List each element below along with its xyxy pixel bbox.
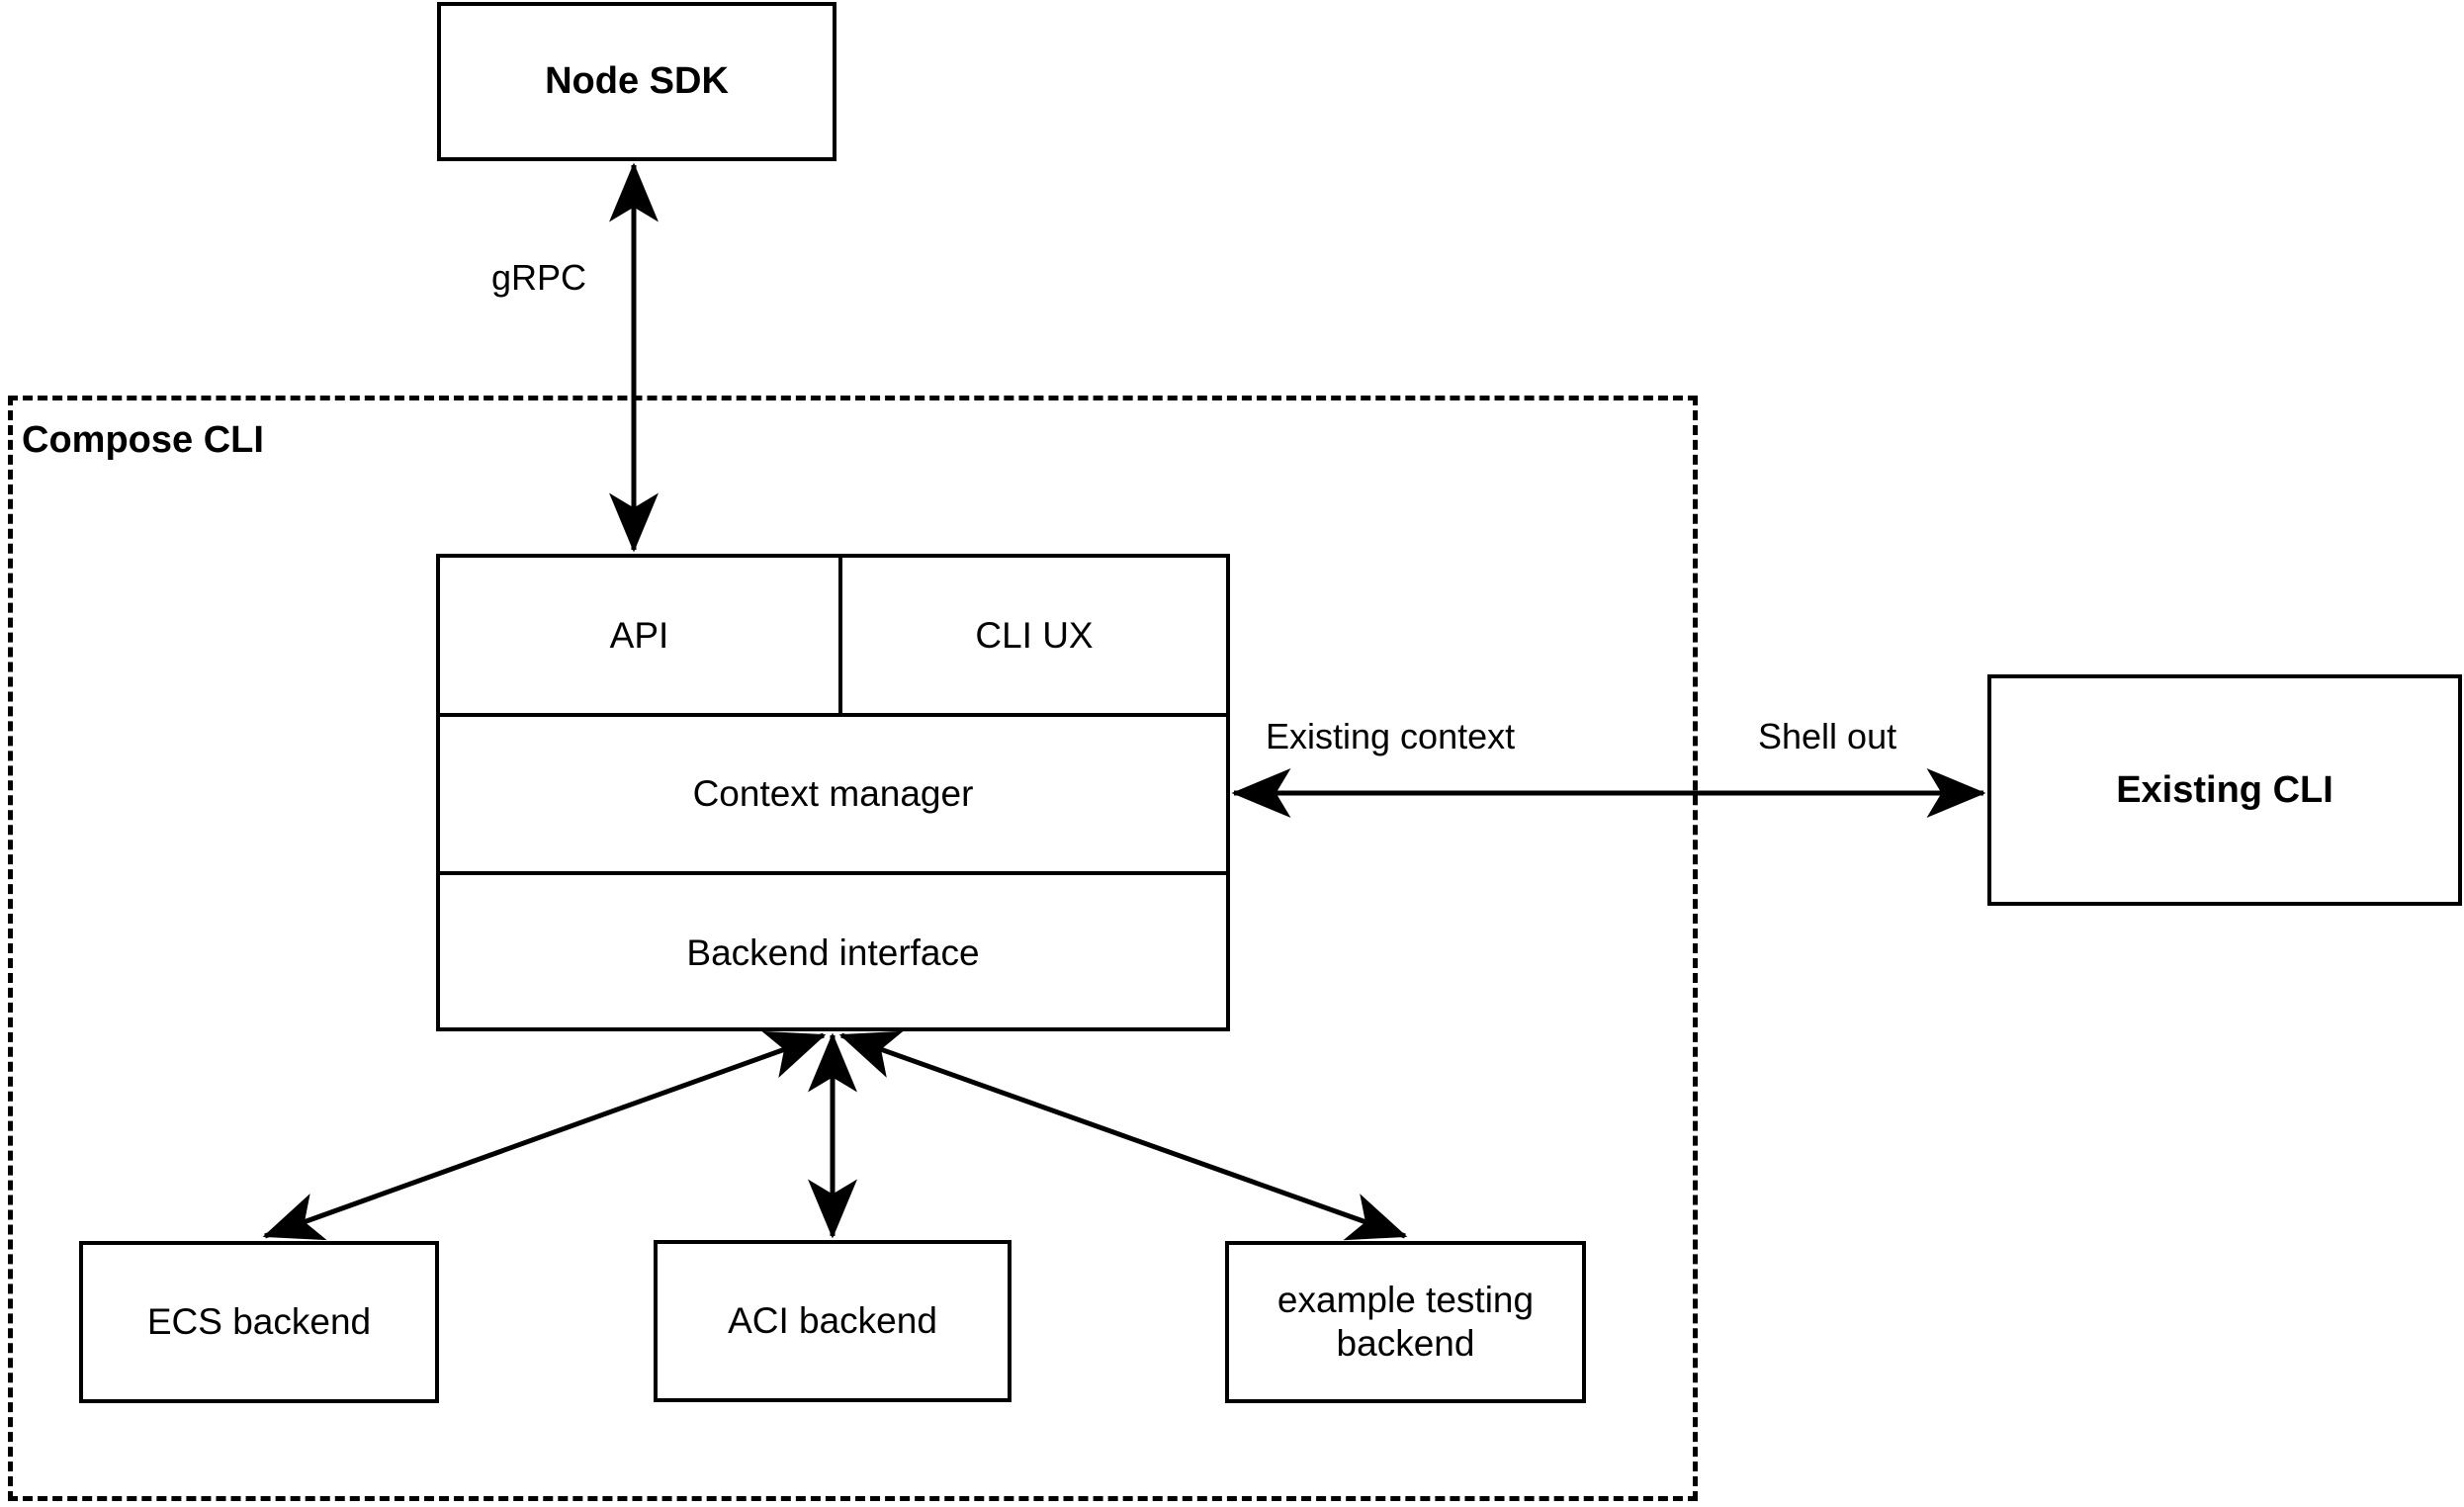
- ecs-backend-label: ECS backend: [146, 1301, 372, 1343]
- node-sdk-label: Node SDK: [545, 60, 729, 103]
- existing-cli-label: Existing CLI: [2116, 768, 2333, 811]
- cli-stack-row-top: API CLI UX: [440, 558, 1226, 717]
- compose-cli-group-boundary: [8, 396, 1698, 1501]
- node-sdk-box[interactable]: Node SDK: [437, 2, 836, 161]
- edge-label-shell-out: Shell out: [1758, 716, 1897, 756]
- cli-stack-cell-api-label: API: [609, 614, 669, 656]
- cli-stack-context-manager-label: Context manager: [692, 773, 974, 814]
- cli-stack-row-context-manager[interactable]: Context manager: [440, 717, 1226, 875]
- existing-cli-box[interactable]: Existing CLI: [1987, 674, 2462, 906]
- example-testing-backend-box[interactable]: example testing backend: [1225, 1241, 1586, 1403]
- compose-cli-group-label: Compose CLI: [22, 419, 264, 461]
- cli-stack-cell-api[interactable]: API: [440, 558, 842, 713]
- edge-label-existing-context: Existing context: [1266, 716, 1516, 756]
- cli-stack-backend-interface-label: Backend interface: [686, 932, 980, 973]
- example-testing-backend-label: example testing backend: [1276, 1280, 1535, 1364]
- edge-label-grpc: gRPC: [491, 257, 587, 298]
- cli-stack-cell-cli-ux-label: CLI UX: [975, 614, 1094, 656]
- aci-backend-label: ACI backend: [728, 1300, 937, 1342]
- ecs-backend-box[interactable]: ECS backend: [79, 1241, 439, 1403]
- cli-stack-row-backend-interface[interactable]: Backend interface: [440, 875, 1226, 1031]
- cli-stack-box: API CLI UX Context manager Backend inter…: [436, 554, 1230, 1031]
- cli-stack-cell-cli-ux[interactable]: CLI UX: [842, 558, 1226, 713]
- aci-backend-box[interactable]: ACI backend: [654, 1240, 1012, 1402]
